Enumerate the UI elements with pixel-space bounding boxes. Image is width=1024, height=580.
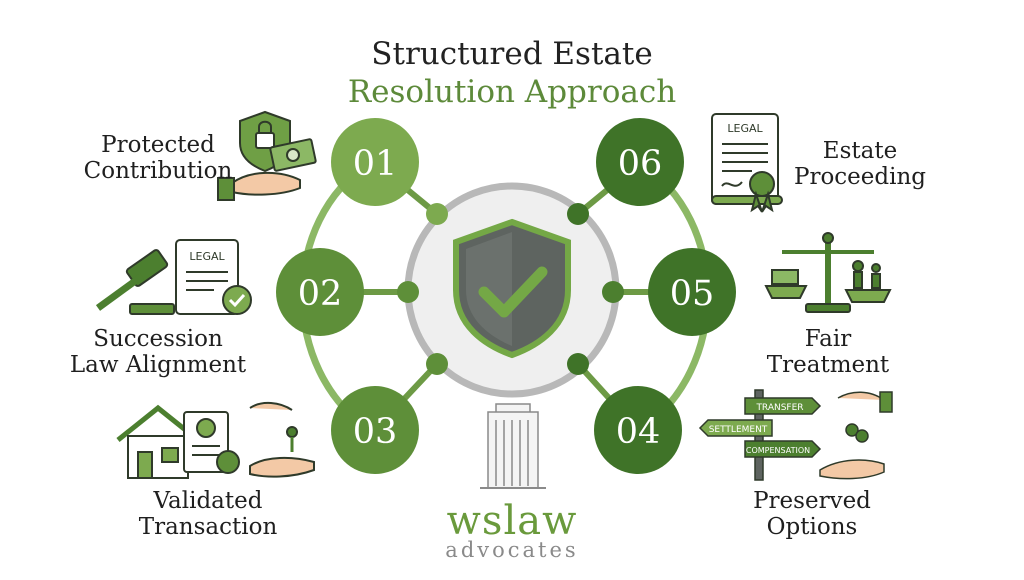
- building-icon: [480, 403, 546, 489]
- spoke-dots: [397, 203, 624, 375]
- step-label-05-line-1: Fair: [804, 326, 852, 352]
- step-number-04: 04: [616, 412, 661, 452]
- signpost-keys-hand-icon: TRANSFER SETTLEMENT COMPENSATION: [698, 389, 893, 481]
- step-label-04-line-1: Preserved: [753, 488, 871, 514]
- step-number-02: 02: [298, 274, 343, 314]
- house-document-key-icon: [116, 402, 315, 479]
- step-label-05: Fair Treatment: [728, 326, 928, 378]
- step-label-06: Estate Proceeding: [770, 138, 950, 190]
- step-label-03: Validated Transaction: [108, 488, 308, 540]
- brand-name: wslaw: [446, 498, 578, 544]
- gavel-legal-document-icon: LEGAL: [95, 239, 252, 315]
- legal-scroll-seal-icon: LEGAL: [711, 113, 783, 213]
- step-label-05-line-2: Treatment: [766, 352, 890, 378]
- step-node-03: 03: [331, 386, 419, 474]
- step-number-01: 01: [353, 144, 398, 184]
- step-label-02: Succession Law Alignment: [48, 326, 268, 378]
- step-node-05: 05: [648, 248, 736, 336]
- step-label-01-line-1: Protected: [101, 132, 215, 158]
- shield-lock-money-hand-icon: [217, 110, 317, 201]
- dot-05: [602, 281, 624, 303]
- step-node-04: 04: [594, 386, 682, 474]
- step-number-06: 06: [618, 144, 663, 184]
- step-label-01: Protected Contribution: [58, 132, 258, 184]
- step-label-01-line-2: Contribution: [83, 158, 233, 184]
- dot-04: [567, 353, 589, 375]
- title-line-1: Structured Estate: [371, 36, 653, 72]
- dot-01: [426, 203, 448, 225]
- step-number-05: 05: [670, 274, 715, 314]
- step-label-03-line-2: Transaction: [138, 514, 278, 540]
- legal-doc-text-06: LEGAL: [727, 122, 763, 135]
- step-label-06-line-1: Estate: [822, 138, 898, 164]
- step-label-02-line-1: Succession: [93, 326, 223, 352]
- step-label-03-line-1: Validated: [153, 488, 263, 514]
- step-number-03: 03: [353, 412, 398, 452]
- step-node-01: 01: [331, 118, 419, 206]
- step-node-06: 06: [596, 118, 684, 206]
- step-label-06-line-2: Proceeding: [793, 164, 927, 190]
- step-label-04-line-2: Options: [766, 514, 858, 540]
- brand-subtitle: advocates: [445, 538, 579, 562]
- signpost-text-transfer: TRANSFER: [755, 403, 803, 413]
- title-line-2: Resolution Approach: [347, 74, 677, 110]
- step-label-04: Preserved Options: [712, 488, 912, 540]
- balance-scale-family-icon: [764, 232, 892, 313]
- step-node-02: 02: [276, 248, 364, 336]
- step-label-02-line-2: Law Alignment: [69, 352, 247, 378]
- dot-03: [426, 353, 448, 375]
- signpost-text-compensation: COMPENSATION: [746, 446, 810, 455]
- signpost-text-settlement: SETTLEMENT: [709, 425, 768, 435]
- legal-doc-text-02: LEGAL: [189, 250, 225, 263]
- dot-02: [397, 281, 419, 303]
- shield-check-icon: [453, 218, 571, 359]
- dot-06: [567, 203, 589, 225]
